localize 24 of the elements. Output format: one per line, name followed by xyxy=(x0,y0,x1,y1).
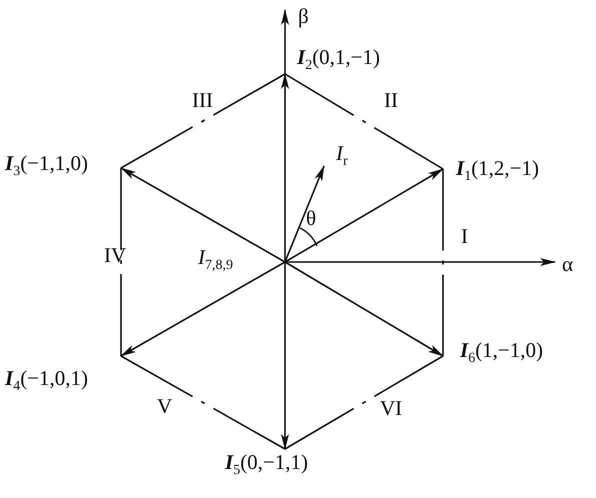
sector-label: III xyxy=(192,90,213,111)
vector-arrow xyxy=(284,261,444,357)
sector-label: VI xyxy=(380,398,402,419)
vector-label: I$_{1}$(1,2,−1) xyxy=(456,158,540,184)
vector-label: I$_{5}$(0,−1,1) xyxy=(225,452,308,478)
sector-label: IV xyxy=(104,245,126,266)
vector-arrow xyxy=(284,165,325,262)
sector-label: V xyxy=(157,396,172,417)
vector-arrow xyxy=(281,73,289,262)
axis-label: α xyxy=(562,254,574,275)
angle-label: θ xyxy=(306,208,316,229)
vector-label: I$_{4}$(−1,0,1) xyxy=(5,368,88,394)
origin-label: I$_{7,8,9}$ xyxy=(198,247,233,274)
vector-arrow xyxy=(284,168,444,263)
vector-arrow xyxy=(120,261,286,357)
vector-label: I$_{2}$(0,1,−1) xyxy=(297,47,380,74)
sector-label: II xyxy=(384,90,398,111)
vector-label: I$_{3}$(−1,1,0) xyxy=(5,153,88,180)
vector-label: I$_{6}$(1,−1,0) xyxy=(460,340,544,366)
axis-label: β xyxy=(298,6,309,27)
vector-arrow xyxy=(281,262,289,450)
vector-arrow xyxy=(120,167,286,263)
sector-label: I xyxy=(461,226,468,247)
vector-label: I$_{r}$ xyxy=(336,143,348,170)
